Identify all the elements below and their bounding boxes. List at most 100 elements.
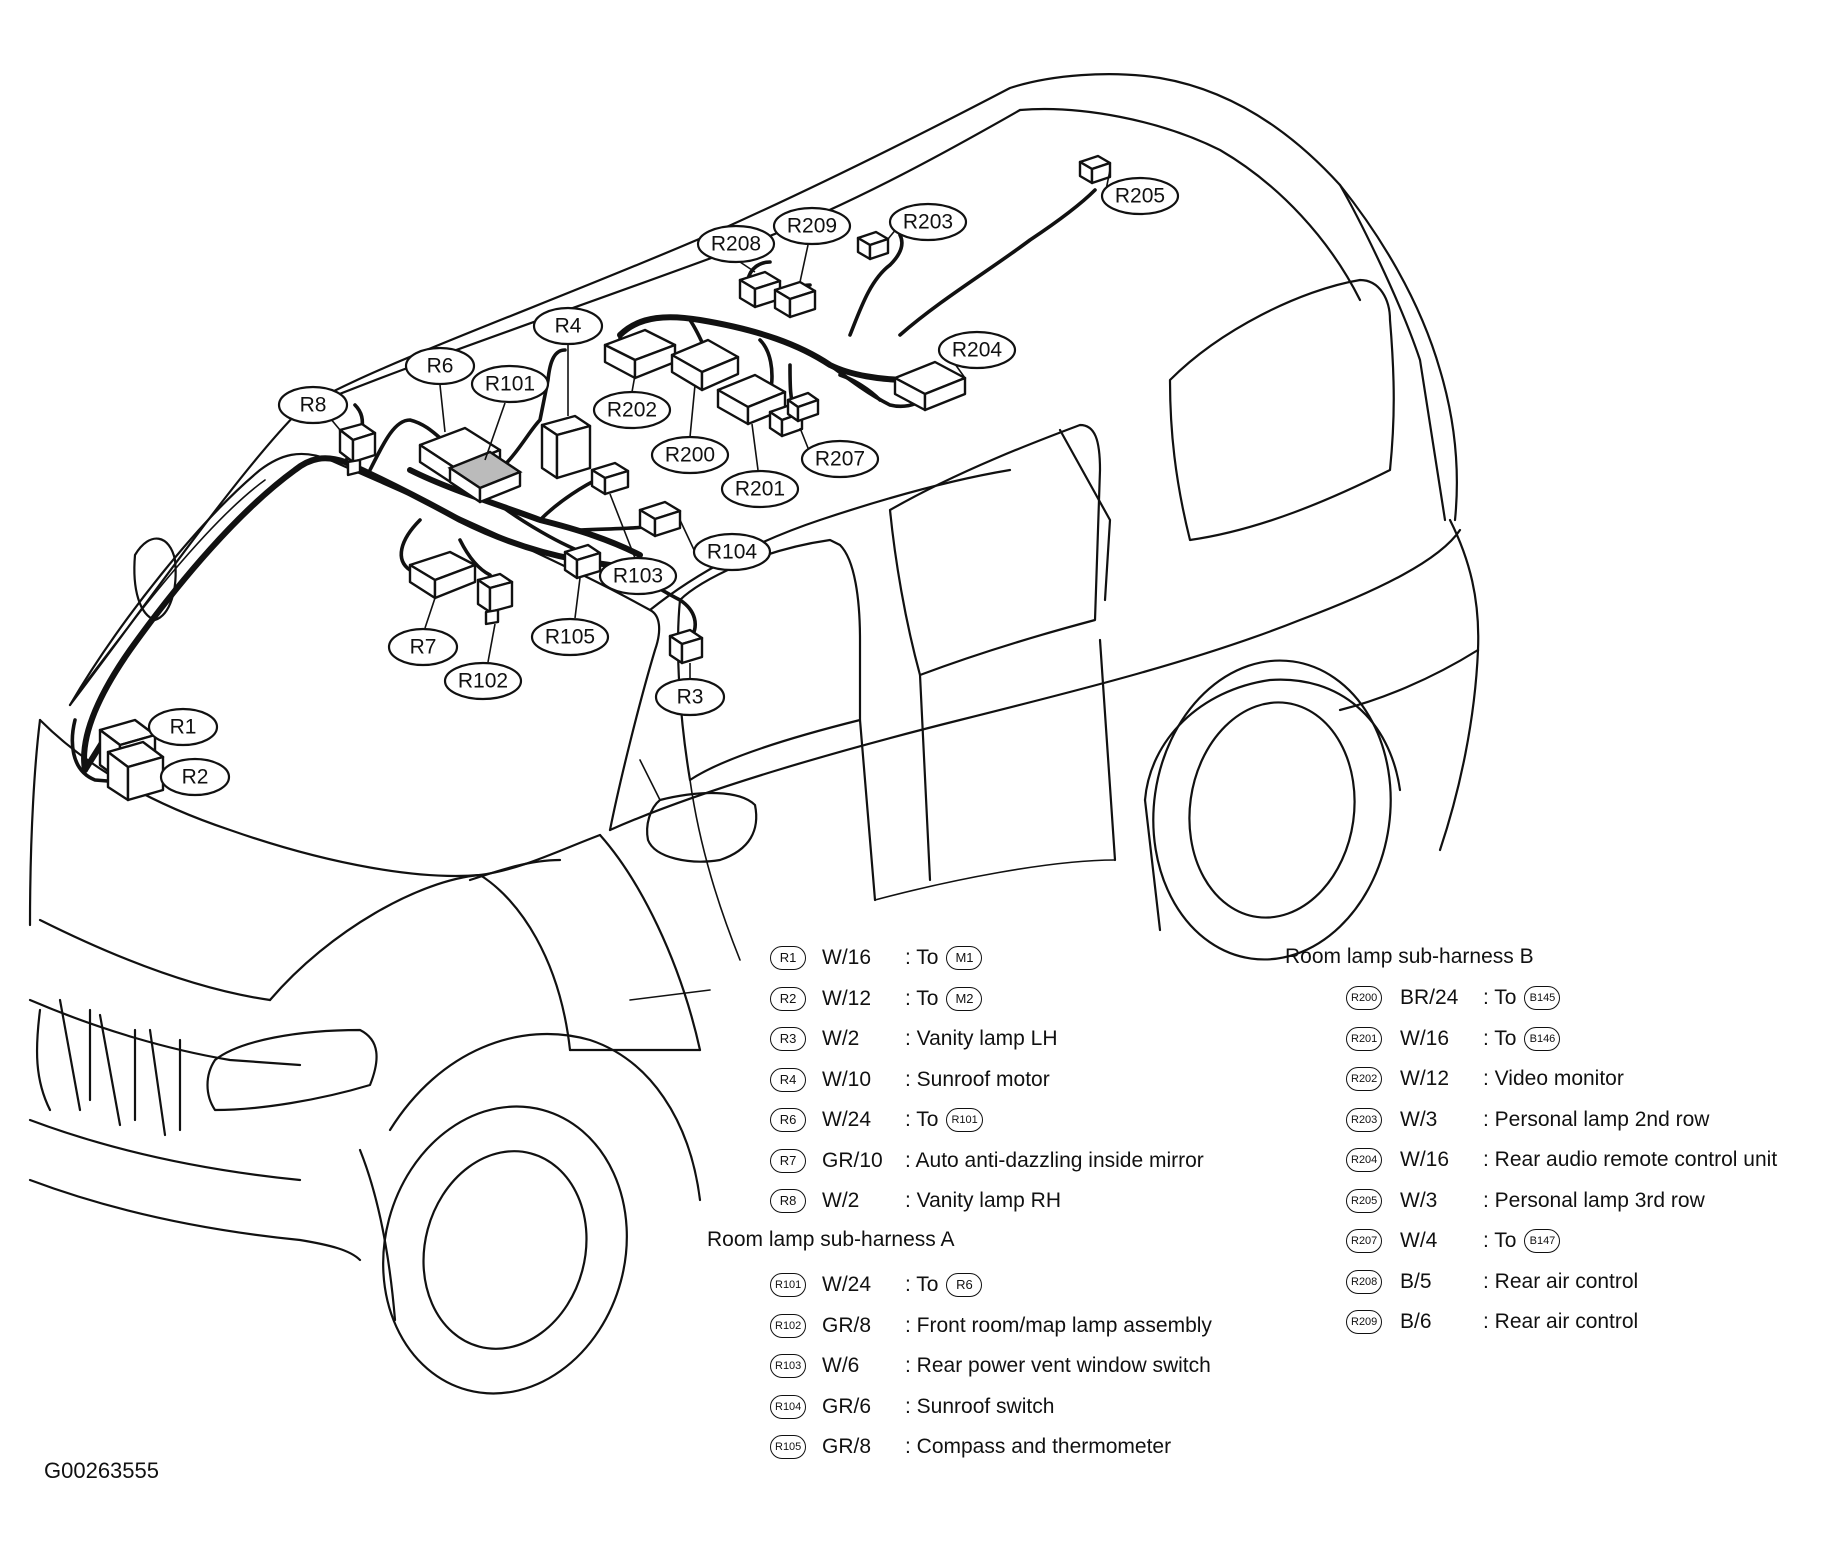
- svg-text:R200: R200: [665, 444, 715, 467]
- target-connector-badge: B146: [1524, 1026, 1561, 1051]
- description-text: : To: [905, 946, 939, 969]
- connector-description: : Compass and thermometer: [905, 1427, 1171, 1467]
- description-text: : Rear air control: [1483, 1310, 1639, 1333]
- callout-r201: R201: [720, 423, 800, 509]
- connector-badge: R203: [1346, 1107, 1383, 1132]
- connector-badge: R102: [770, 1313, 807, 1338]
- connector-badge: R202: [1346, 1067, 1383, 1091]
- callout-r203: R203: [887, 202, 968, 242]
- wire-spec: W/16: [1400, 1026, 1450, 1050]
- target-connector-badge: M1: [946, 946, 983, 970]
- connector-r4: [540, 414, 592, 480]
- description-text: : Front room/map lamp assembly: [905, 1313, 1212, 1337]
- connector-badge: R204: [1346, 1148, 1383, 1172]
- description-text: : Sunroof switch: [905, 1394, 1055, 1418]
- vehicle-body: [28, 73, 1480, 1395]
- connector-description: : Front room/map lamp assembly: [905, 1306, 1212, 1346]
- connector-description: : Vanity lamp LH: [905, 1019, 1058, 1059]
- callout-r1: R1: [147, 707, 219, 747]
- description-text: : Vanity lamp RH: [905, 1189, 1061, 1212]
- connector-description: : To M1: [905, 938, 983, 978]
- connectors: [98, 154, 1112, 802]
- connector-r202: [603, 328, 677, 380]
- svg-text:R209: R209: [787, 215, 837, 238]
- svg-text:R105: R105: [545, 626, 595, 649]
- callout-r105: R105: [530, 577, 610, 657]
- svg-text:R203: R203: [903, 211, 953, 234]
- connector-badge: R209: [1346, 1310, 1383, 1334]
- callout-r104: R104: [679, 519, 772, 572]
- svg-text:R205: R205: [1115, 185, 1165, 208]
- svg-text:R104: R104: [707, 541, 758, 564]
- svg-text:R6: R6: [427, 355, 454, 378]
- wire-spec: W/24: [822, 1108, 872, 1131]
- harness-wiring: [70, 188, 1097, 784]
- connector-description: : Rear audio remote control unit: [1483, 1140, 1777, 1180]
- connector-badge: R2: [770, 986, 806, 1011]
- connector-badge: R201: [1346, 1026, 1383, 1051]
- callout-r208: R208: [696, 224, 776, 273]
- wire-spec: GR/10: [822, 1148, 883, 1172]
- connector-badge: R103: [770, 1354, 807, 1378]
- connector-badge: R101: [770, 1273, 807, 1297]
- svg-text:R208: R208: [711, 233, 761, 256]
- callout-r103: R103: [598, 493, 678, 596]
- wire-spec: W/4: [1400, 1229, 1438, 1252]
- callout-labels: R1 R2 R3 R4 R6 R7 R8 R101 R102 R103 R104…: [147, 169, 1180, 797]
- callout-r207: R207: [799, 427, 880, 479]
- svg-text:R3: R3: [677, 686, 704, 709]
- description-text: : Vanity lamp LH: [905, 1027, 1058, 1050]
- connector-r204: [893, 360, 967, 412]
- target-connector-badge: R101: [946, 1108, 983, 1132]
- description-text: : Rear power vent window switch: [905, 1354, 1211, 1377]
- wire-spec: GR/8: [822, 1435, 872, 1458]
- connector-badge: R3: [770, 1027, 806, 1051]
- svg-text:R8: R8: [300, 394, 327, 417]
- figure-id: G00263555: [44, 1458, 159, 1483]
- svg-text:R101: R101: [485, 373, 535, 396]
- connector-badge: R6: [770, 1108, 806, 1132]
- connector-badge: R4: [770, 1067, 806, 1092]
- description-text: : Compass and thermometer: [905, 1435, 1172, 1458]
- section-title-b: Room lamp sub-harness B: [1285, 945, 1534, 968]
- callout-r3: R3: [654, 663, 726, 717]
- connector-r102: [476, 572, 514, 626]
- description-text: : Personal lamp 2nd row: [1483, 1107, 1710, 1131]
- description-text: : Sunroof motor: [905, 1067, 1050, 1091]
- svg-text:R4: R4: [555, 315, 582, 338]
- connector-r208: [738, 270, 782, 309]
- callout-r101: R101: [470, 364, 550, 461]
- connector-r105: [563, 543, 602, 580]
- wire-spec: GR/8: [822, 1313, 872, 1337]
- connector-badge: R200: [1346, 986, 1383, 1010]
- connector-r103: [590, 461, 630, 496]
- description-text: : To: [905, 1273, 939, 1296]
- svg-text:R7: R7: [410, 636, 437, 659]
- connector-r101: [447, 450, 523, 504]
- connector-description: : Auto anti-dazzling inside mirror: [905, 1141, 1204, 1181]
- connector-description: : Vanity lamp RH: [905, 1181, 1061, 1221]
- wire-spec: BR/24: [1400, 986, 1459, 1009]
- wire-spec: W/3: [1400, 1107, 1438, 1131]
- callout-r7: R7: [387, 597, 459, 667]
- callout-r205: R205: [1100, 169, 1180, 216]
- description-text: : Personal lamp 3rd row: [1483, 1188, 1705, 1212]
- svg-text:R2: R2: [182, 766, 209, 789]
- connector-r200: [670, 338, 740, 392]
- description-text: : Rear audio remote control unit: [1483, 1148, 1778, 1171]
- callout-r4: R4: [532, 306, 604, 416]
- connector-r1-r2: [98, 718, 165, 802]
- callout-r102: R102: [443, 623, 523, 701]
- connector-badge: R7: [770, 1148, 806, 1173]
- connector-description: : Rear air control: [1483, 1302, 1638, 1342]
- callout-r6: R6: [404, 346, 476, 433]
- connector-r104: [638, 500, 682, 538]
- wire-spec: B/6: [1400, 1310, 1432, 1333]
- svg-text:R102: R102: [458, 670, 508, 693]
- wire-spec: W/16: [822, 946, 872, 969]
